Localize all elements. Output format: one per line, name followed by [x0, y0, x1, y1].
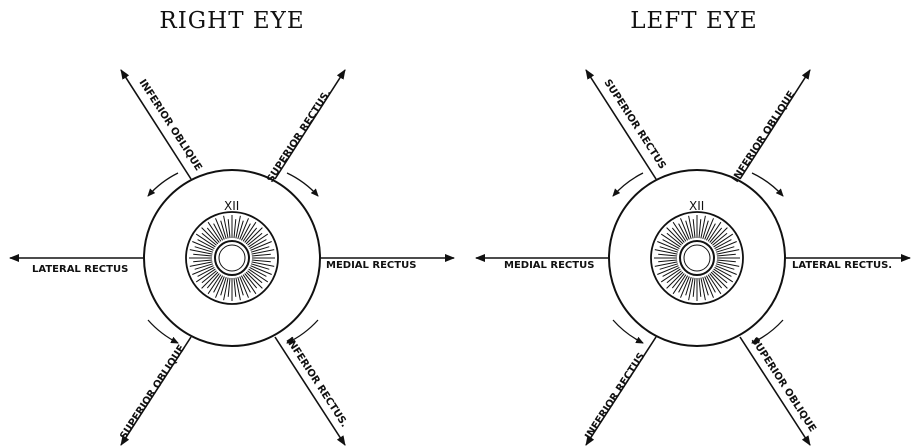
iris-striation [667, 228, 683, 244]
iris-striation [655, 262, 678, 267]
iris-striation [701, 216, 706, 239]
right-medial-rectus-label: MEDIAL RECTUS [326, 260, 416, 271]
iris-striation [711, 272, 727, 288]
right-inferior-rectus-arrow [275, 337, 345, 445]
iris-striation [236, 216, 241, 239]
iris-striation [246, 272, 262, 288]
left-medial-rectus-label: MEDIAL RECTUS [504, 260, 594, 271]
iris-striation [252, 262, 275, 267]
iris-striation [701, 278, 706, 301]
iris-striation [193, 254, 212, 256]
left-eye-diagram: XII MEDIAL RECTUS LATERAL RECTUS. SUPERI… [476, 70, 910, 445]
iris-striation [193, 260, 212, 262]
iris-striation [699, 278, 701, 297]
iris-striation [693, 278, 695, 297]
iris-striation [689, 216, 694, 239]
right-pupil [215, 241, 249, 275]
right-inferior-oblique-arrow [121, 70, 191, 179]
left-pupil [680, 241, 714, 275]
left-inferior-rectus-label: INFERIOR RECTUS [583, 351, 647, 442]
iris-striation [234, 219, 236, 238]
iris-striation [689, 278, 694, 301]
left-superior-rectus-arrow [586, 70, 656, 179]
iris-striation [252, 250, 275, 255]
right-superior-oblique-label: SUPERIOR OBLIQUE [118, 343, 187, 442]
iris-striation [252, 254, 271, 256]
left-inferior-oblique-label: INFERIOR OBLIQUE [730, 89, 797, 184]
right-eye-diagram: XII LATERAL RECTUS MEDIAL RECTUS INFERIO… [10, 70, 454, 445]
left-lateral-rectus-label: LATERAL RECTUS. [792, 260, 892, 271]
iris-striation [236, 278, 241, 301]
left-clock-label: XII [689, 199, 704, 213]
iris-striation [190, 250, 213, 255]
iris-striation [224, 278, 229, 301]
left-superior-rectus-label: SUPERIOR RECTUS [601, 78, 667, 172]
left-superior-oblique-arrow [740, 337, 810, 445]
iris-striation [202, 228, 218, 244]
right-superior-rectus-label: SUPERIOR RECTUS. [265, 88, 333, 185]
iris-striation [234, 278, 236, 297]
right-inferior-oblique-label: INFERIOR OBLIQUE [136, 78, 203, 173]
left-superior-oblique-label: SUPERIOR OBLIQUE [748, 336, 817, 435]
iris-striation [224, 216, 229, 239]
iris-striation [658, 260, 677, 262]
iris-striation [667, 272, 683, 288]
iris-striation [190, 262, 213, 267]
iris-striation [693, 219, 695, 238]
iris-striation [228, 219, 230, 238]
iris-striation [658, 254, 677, 256]
iris-striation [717, 262, 740, 267]
iris-striation [252, 260, 271, 262]
iris-striation [228, 278, 230, 297]
right-lateral-rectus-label: LATERAL RECTUS [32, 264, 128, 275]
right-inferior-rectus-label: INFERIOR RECTUS. [283, 336, 349, 430]
iris-striation [246, 228, 262, 244]
iris-striation [717, 254, 736, 256]
iris-striation [717, 250, 740, 255]
iris-striation [711, 228, 727, 244]
iris-striation [202, 272, 218, 288]
iris-striation [655, 250, 678, 255]
right-clock-label: XII [224, 199, 239, 213]
iris-striation [699, 219, 701, 238]
iris-striation [717, 260, 736, 262]
